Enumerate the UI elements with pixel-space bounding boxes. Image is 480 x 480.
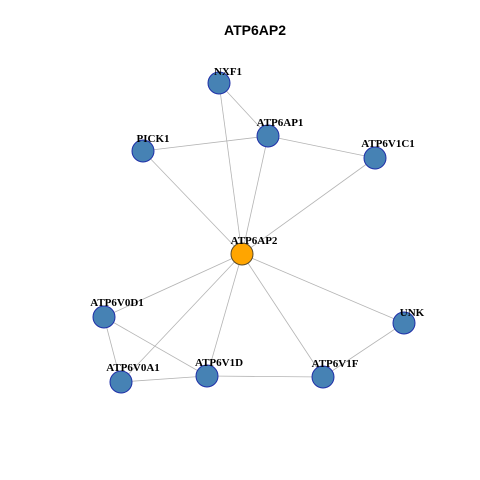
node-label: PICK1: [137, 133, 170, 145]
edge-pick1-atp6ap1: [142, 135, 269, 152]
diagram-title: ATP6AP2: [224, 22, 286, 38]
edge-pick1-atp6ap2: [142, 150, 243, 255]
node-atp6v0a1: ATP6V0A1: [106, 362, 160, 394]
edge-layer: [103, 82, 405, 383]
node-label: ATP6V1F: [312, 358, 359, 370]
edge-atp6ap2-atp6v1f: [241, 253, 324, 378]
edge-atp6ap2-unk: [241, 253, 405, 324]
node-atp6v0d1: ATP6V0D1: [90, 297, 144, 329]
edge-nxf1-atp6ap2: [218, 82, 243, 255]
edge-atp6v0a1-atp6v1d: [120, 375, 208, 383]
edge-atp6ap1-atp6v1c1: [267, 135, 376, 159]
node-circle: [363, 146, 387, 170]
node-circle: [207, 71, 231, 95]
node-atp6v1c1: ATP6V1C1: [361, 138, 415, 170]
node-label: ATP6V1C1: [361, 138, 415, 150]
node-atp6v1f: ATP6V1F: [311, 358, 359, 389]
edge-atp6ap1-atp6ap2: [241, 135, 269, 255]
edge-atp6v1d-atp6v1f: [206, 375, 324, 378]
node-circle: [311, 365, 335, 389]
node-nxf1: NXF1: [207, 66, 242, 95]
node-circle: [230, 242, 254, 266]
node-label: NXF1: [214, 66, 242, 78]
edge-atp6v1c1-atp6ap2: [241, 157, 376, 255]
edge-atp6ap2-atp6v0a1: [120, 253, 243, 383]
edge-nxf1-atp6ap1: [218, 82, 269, 137]
node-circle: [392, 311, 416, 335]
node-atp6ap2: ATP6AP2: [230, 235, 278, 266]
node-circle: [131, 139, 155, 163]
node-circle: [256, 124, 280, 148]
node-label: ATP6V0D1: [90, 297, 144, 309]
node-label: ATP6AP2: [231, 235, 278, 247]
node-circle: [92, 305, 116, 329]
edge-atp6ap2-atp6v1d: [206, 253, 243, 377]
node-label: ATP6AP1: [257, 117, 304, 129]
node-label: ATP6V0A1: [106, 362, 160, 374]
node-atp6ap1: ATP6AP1: [256, 117, 304, 148]
node-circle: [195, 364, 219, 388]
edge-atp6ap2-atp6v0d1: [103, 253, 243, 318]
node-pick1: PICK1: [131, 133, 170, 163]
node-circle: [109, 370, 133, 394]
node-label: UNK: [400, 307, 425, 319]
node-atp6v1d: ATP6V1D: [195, 357, 243, 388]
edge-atp6v0d1-atp6v1d: [103, 316, 208, 377]
edge-unk-atp6v1f: [322, 322, 405, 378]
node-unk: UNK: [392, 307, 425, 335]
node-label: ATP6V1D: [195, 357, 243, 369]
